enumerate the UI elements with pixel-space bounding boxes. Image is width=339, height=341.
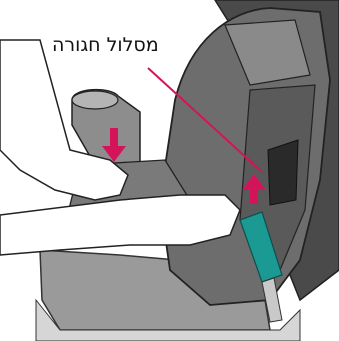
belt-path-label: מסלול חגורה — [52, 34, 159, 56]
belt-path-opening — [268, 140, 298, 205]
cup-holder-opening — [72, 91, 118, 109]
